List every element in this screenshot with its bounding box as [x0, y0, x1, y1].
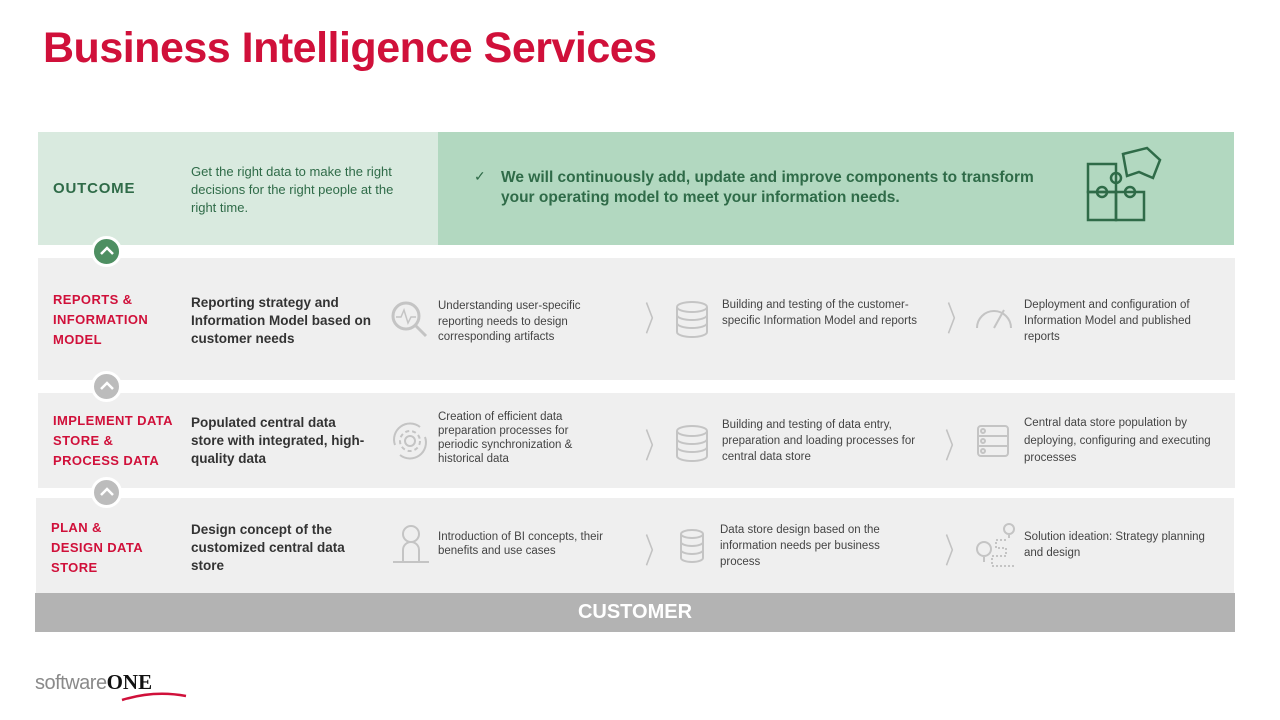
customer-bar: CUSTOMER	[35, 593, 1235, 632]
step-text: Introduction of BI concepts, their benef…	[438, 531, 603, 557]
row-reports: REPORTS & INFORMATION MODEL Reporting st…	[38, 258, 1235, 380]
step-text: Building and testing of the customer-spe…	[722, 299, 917, 327]
step-text: Solution ideation: Strategy planning and…	[1024, 531, 1205, 559]
row-label: REPORTS & INFORMATION MODEL	[53, 292, 149, 347]
chevron-right-icon: 〉	[644, 427, 666, 467]
server-database-icon	[977, 425, 1009, 457]
database-icon	[676, 425, 708, 462]
step-text: Data store design based on the informati…	[720, 524, 880, 568]
chevron-right-icon: 〉	[644, 532, 666, 572]
row-label: IMPLEMENT DATA STORE & PROCESS DATA	[53, 413, 173, 468]
outcome-row: OUTCOME Get the right data to make the r…	[38, 132, 1234, 245]
expand-toggle-outcome[interactable]	[91, 236, 122, 267]
idea-person-icon	[393, 525, 429, 563]
outcome-desc: Get the right data to make the right dec…	[191, 164, 394, 215]
softwareone-logo: softwareONE	[35, 670, 190, 702]
row-implement: IMPLEMENT DATA STORE & PROCESS DATA Popu…	[38, 393, 1235, 488]
magnifier-pulse-icon	[391, 301, 428, 338]
step-text: Creation of efficient data preparation p…	[438, 411, 573, 465]
page-title: Business Intelligence Services	[43, 24, 657, 72]
gauge-icon	[976, 309, 1012, 329]
row-plan: PLAN & DESIGN DATA STORE Design concept …	[36, 498, 1234, 593]
check-icon: ✓	[474, 168, 486, 184]
step-text: Central data store population by deployi…	[1024, 417, 1211, 464]
route-pins-icon	[976, 522, 1016, 567]
row-desc: Design concept of the customized central…	[191, 522, 345, 573]
step-text: Building and testing of data entry, prep…	[722, 419, 916, 463]
step-text: Deployment and configuration of Informat…	[1024, 299, 1191, 343]
outcome-statement-panel: ✓ We will continuously add, update and i…	[438, 132, 1234, 245]
expand-toggle-implement[interactable]	[91, 477, 122, 508]
chevron-right-icon: 〉	[944, 532, 966, 572]
row-desc: Reporting strategy and Information Model…	[191, 295, 372, 346]
step-text: Understanding user-specific reporting ne…	[438, 300, 581, 343]
puzzle-icon	[1086, 146, 1162, 222]
customer-label: CUSTOMER	[577, 601, 693, 623]
database-icon	[676, 301, 708, 338]
chevron-right-icon: 〉	[946, 300, 968, 340]
outcome-label: OUTCOME	[53, 180, 136, 197]
gear-cycle-icon	[393, 422, 427, 460]
outcome-statement: We will continuously add, update and imp…	[501, 169, 1034, 206]
row-label: PLAN & DESIGN DATA STORE	[51, 520, 143, 575]
database-icon	[680, 529, 704, 563]
row-desc: Populated central data store with integr…	[191, 415, 365, 466]
chevron-right-icon: 〉	[944, 427, 966, 467]
chevron-right-icon: 〉	[644, 300, 666, 340]
expand-toggle-reports[interactable]	[91, 371, 122, 402]
